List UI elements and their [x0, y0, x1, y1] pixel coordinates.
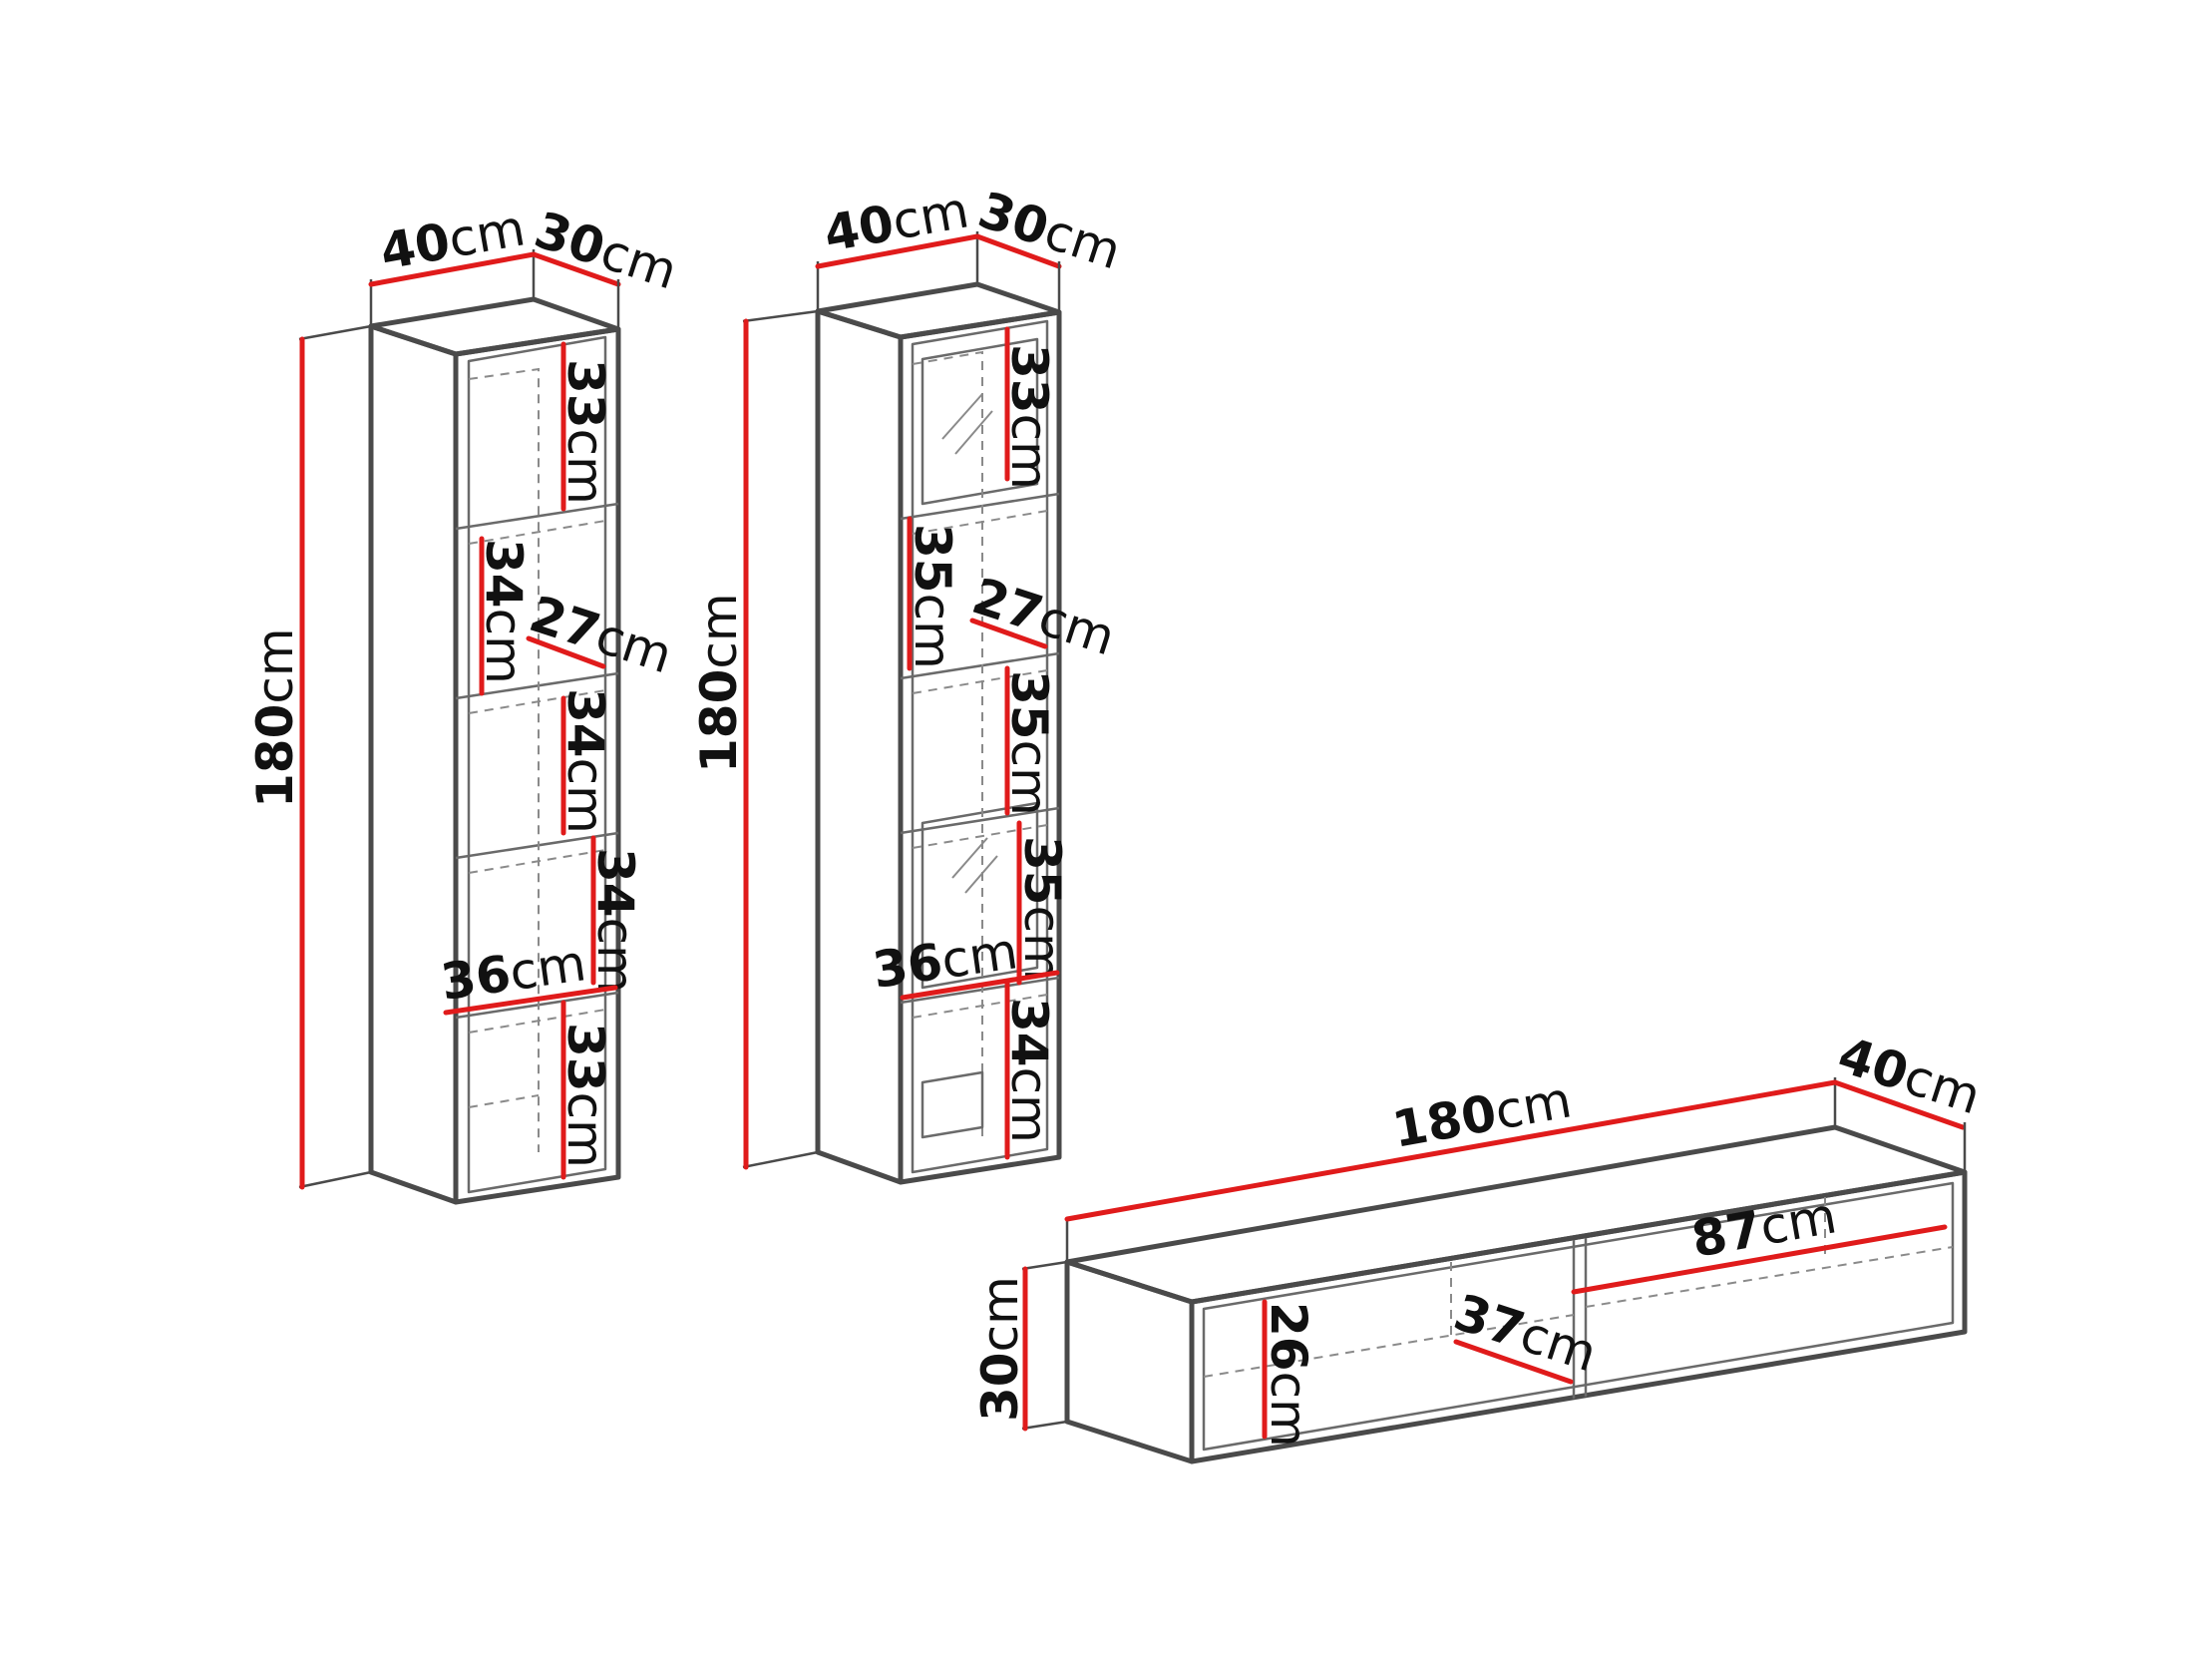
tv-unit-depth-dimension: [1832, 1079, 1966, 1130]
cabinet-left-inner-width-dimension: [443, 985, 618, 1016]
cabinet-left-extension-line: [298, 324, 372, 341]
cabinet-left-shelf-3-label: 34cm: [556, 688, 614, 834]
cabinet-left-back-line: [468, 520, 606, 545]
cabinet-left-width-dimension: [368, 251, 537, 287]
cabinet-middle-inner-frame: [911, 319, 1049, 1174]
tv-unit-compartment-label: 87cm: [1687, 1186, 1841, 1268]
tv-unit-extension-line: [1021, 1420, 1068, 1431]
cabinet-middle-shelf-line: [900, 492, 1060, 521]
cabinet-middle-depth-dimension: [974, 233, 1062, 269]
cabinet-middle-shelf-3-label: 35cm: [1000, 670, 1058, 816]
cabinet-middle-shelf-line: [900, 976, 1060, 1005]
cabinet-middle-glass-reflection: [954, 410, 993, 455]
cabinet-middle-shelf-5-label: 34cm: [1000, 998, 1058, 1143]
cabinet-middle-width-dimension: [815, 233, 980, 269]
cabinet-left-back-line: [468, 689, 606, 714]
cabinet-middle-glass-door-top: [921, 337, 1039, 506]
cabinet-middle-side: [815, 308, 904, 1185]
cabinet-left-back-edge: [468, 367, 540, 1152]
cabinet-middle-back-edge: [912, 350, 983, 1137]
tv-unit-front: [1189, 1169, 1968, 1464]
cabinet-middle-inner-width-label: 36cm: [870, 922, 1021, 1000]
cabinet-left-shelf-4-label: 34cm: [586, 848, 644, 994]
cabinet-left-inner-width-label: 36cm: [438, 934, 589, 1012]
cabinet-middle-shelf-line: [900, 806, 1060, 835]
cabinet-left-side: [368, 323, 459, 1205]
cabinet-left-depth-label: 30cm: [528, 201, 684, 300]
tv-unit-compartment-dimension: [1571, 1224, 1948, 1295]
cabinet-left-back-line: [468, 849, 606, 874]
cabinet-left-inner-frame: [467, 335, 607, 1194]
cabinet-middle-glass-reflection: [941, 393, 983, 440]
cabinet-middle-inner-width-dimension: [900, 970, 1060, 1001]
cabinet-middle-shelf-1-label: 33cm: [1000, 344, 1058, 490]
cabinet-left-inner-depth-label: 27cm: [523, 585, 679, 684]
tv-unit: 180cm 40cm 30cm 26cm 37cm 87cm: [971, 1026, 1988, 1464]
cabinet-left-shelf-5-label: 33cm: [556, 1023, 614, 1168]
cabinet-middle-back-line: [912, 994, 1048, 1019]
cabinet-middle-extension-line: [742, 309, 819, 323]
cabinet-middle-extension-line: [742, 1150, 819, 1169]
cabinet-middle-front: [898, 309, 1062, 1185]
cabinet-left-shelf-1-label: 33cm: [556, 359, 614, 505]
cabinet-left: 40cm 30cm 180cm 33cm 34cm 27cm: [246, 199, 684, 1205]
cabinet-left-extension-line: [298, 1170, 372, 1189]
cabinet-left-shelf-2-label: 34cm: [475, 539, 533, 684]
cabinet-left-shelf-line: [455, 991, 619, 1020]
cabinet-middle: 40cm 30cm 180cm 33cm 35cm 27cm: [690, 181, 1128, 1185]
tv-unit-height-label: 30cm: [971, 1276, 1029, 1422]
tv-unit-side: [1064, 1259, 1195, 1464]
cabinet-left-front: [453, 326, 621, 1205]
tv-unit-inner-depth-dimension: [1453, 1339, 1574, 1385]
cabinet-middle-width-label: 40cm: [820, 181, 973, 262]
tv-unit-inner-frame: [1202, 1181, 1955, 1452]
cabinet-left-height-label: 180cm: [246, 627, 304, 808]
cabinet-left-back-line: [468, 1094, 540, 1108]
cabinet-left-back-line: [468, 1009, 606, 1034]
cabinet-middle-back-line: [912, 510, 1048, 535]
cabinet-left-shelf-line: [455, 502, 619, 531]
cabinet-middle-inner-depth-dimension: [969, 618, 1048, 649]
tv-unit-extension-line: [1021, 1260, 1068, 1271]
tv-unit-inner-height-label: 26cm: [1260, 1302, 1317, 1448]
tv-unit-inner-shelf: [1585, 1246, 1954, 1308]
cabinet-middle-depth-label: 30cm: [971, 181, 1128, 280]
cabinet-left-width-label: 40cm: [376, 199, 530, 280]
cabinet-middle-back-line: [912, 824, 1048, 849]
cabinet-left-inner-depth-dimension: [526, 635, 606, 669]
cabinet-middle-bottom-door: [921, 1070, 984, 1139]
cabinet-middle-glass-door-lower: [921, 801, 1039, 990]
tv-unit-width-dimension: [1064, 1079, 1838, 1222]
cabinet-middle-back-line: [912, 669, 1048, 694]
cabinet-middle-shelf-line: [900, 651, 1060, 680]
cabinet-middle-shelf-2-label: 35cm: [904, 524, 961, 669]
cabinet-middle-shelf-4-label: 35cm: [1013, 836, 1071, 982]
cabinet-left-depth-dimension: [531, 251, 621, 287]
cabinet-middle-height-label: 180cm: [690, 593, 748, 773]
cabinet-middle-inner-depth-label: 27cm: [965, 567, 1122, 666]
